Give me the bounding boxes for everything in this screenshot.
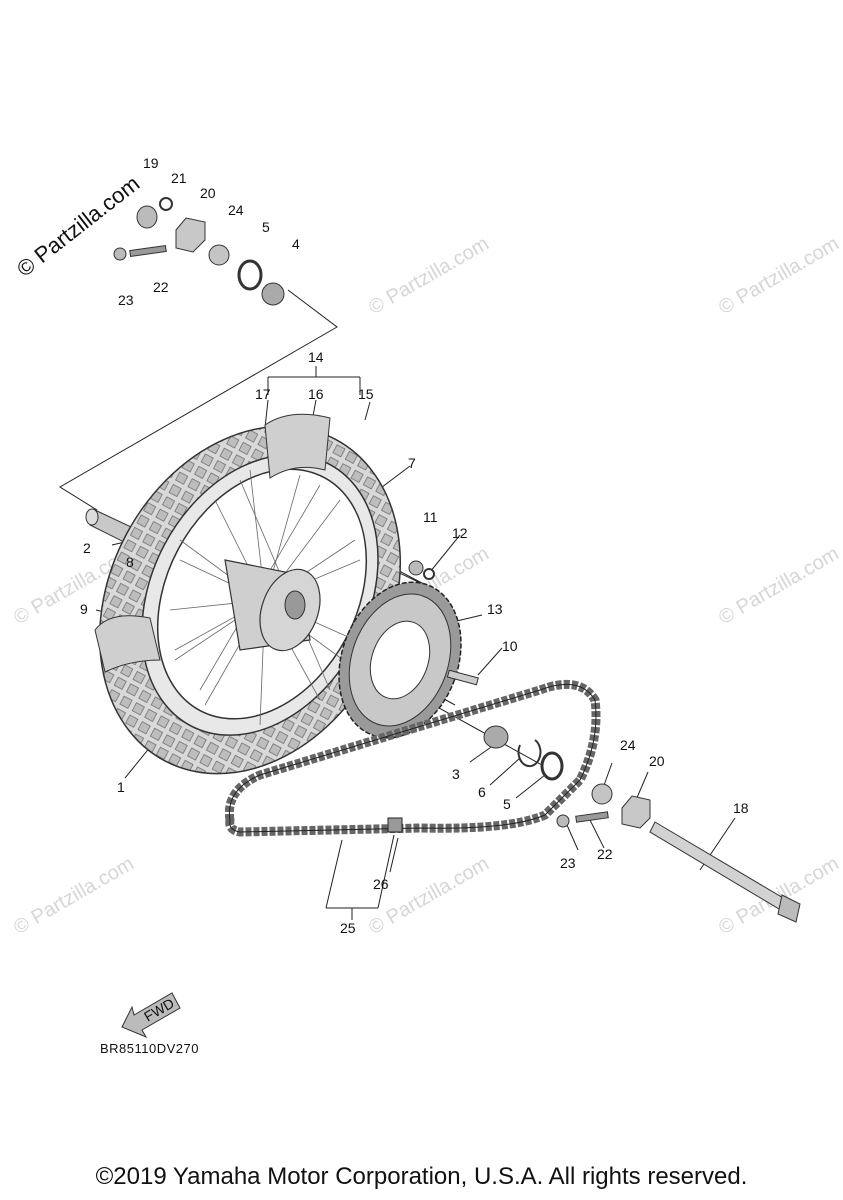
callout-labels: 19 21 20 24 5 4 22 23 14 17 16 15 7 11 1… <box>80 155 749 936</box>
callout-23: 23 <box>118 292 134 308</box>
hub-center <box>284 590 306 620</box>
adjusting-bolt-22-bottom <box>575 811 609 823</box>
callout-16: 16 <box>308 386 324 402</box>
callout-1: 1 <box>117 779 125 795</box>
tube-16 <box>264 413 331 479</box>
callout-22b: 22 <box>597 846 613 862</box>
callout-17: 17 <box>255 386 271 402</box>
callout-9: 9 <box>80 601 88 617</box>
nut-11 <box>408 560 424 576</box>
master-link-26 <box>387 817 403 833</box>
washer-21 <box>159 197 173 211</box>
adjuster-block-20 <box>175 217 206 253</box>
axle-collar-group-top <box>113 197 285 306</box>
callout-21: 21 <box>171 170 187 186</box>
callout-19: 19 <box>143 155 159 171</box>
sprocket-13 <box>338 581 462 739</box>
callout-20b: 20 <box>649 753 665 769</box>
callout-15: 15 <box>358 386 374 402</box>
rear-wheel <box>94 413 402 775</box>
callout-6: 6 <box>478 784 486 800</box>
callout-4: 4 <box>292 236 300 252</box>
callout-8: 8 <box>126 554 134 570</box>
locknut-23 <box>113 247 127 261</box>
locknut-23-bottom <box>556 814 570 828</box>
callout-18: 18 <box>733 800 749 816</box>
adjuster-block-20-bottom <box>621 795 651 829</box>
callout-5b: 5 <box>503 796 511 812</box>
callout-2: 2 <box>83 540 91 556</box>
callout-7: 7 <box>408 455 416 471</box>
callout-13: 13 <box>487 601 503 617</box>
bearing-3 <box>483 725 509 749</box>
callout-26: 26 <box>373 876 389 892</box>
callout-11: 11 <box>423 509 438 525</box>
callout-20: 20 <box>200 185 216 201</box>
drive-chain-25 <box>224 679 601 837</box>
bearing-4 <box>261 282 285 306</box>
callout-5: 5 <box>262 219 270 235</box>
callout-24: 24 <box>228 202 244 218</box>
callout-12: 12 <box>452 525 468 541</box>
axle-nut-19 <box>136 205 158 229</box>
callout-23b: 23 <box>560 855 576 871</box>
diagram-code: BR85110DV270 <box>100 1041 199 1056</box>
washer-12 <box>423 568 435 580</box>
bolt-10 <box>446 669 479 686</box>
wheel-axle-18 <box>649 821 801 923</box>
forward-arrow-icon: FWD <box>121 992 181 1039</box>
callout-25: 25 <box>340 920 356 936</box>
sprocket-hardware <box>408 560 651 829</box>
copyright-notice: ©2019 Yamaha Motor Corporation, U.S.A. A… <box>95 1163 748 1190</box>
oil-seal-5-top <box>237 259 263 291</box>
callout-22: 22 <box>153 279 169 295</box>
rim-band-9 <box>94 615 161 673</box>
collar-24-bottom <box>591 783 613 805</box>
callout-14: 14 <box>308 349 324 365</box>
oil-seal-5-bottom <box>540 751 564 781</box>
callout-24b: 24 <box>620 737 636 753</box>
callout-3: 3 <box>452 766 460 782</box>
callout-10: 10 <box>502 638 518 654</box>
collar-24 <box>208 244 230 266</box>
circlip-6 <box>517 739 542 768</box>
adjusting-bolt-22 <box>129 244 167 258</box>
